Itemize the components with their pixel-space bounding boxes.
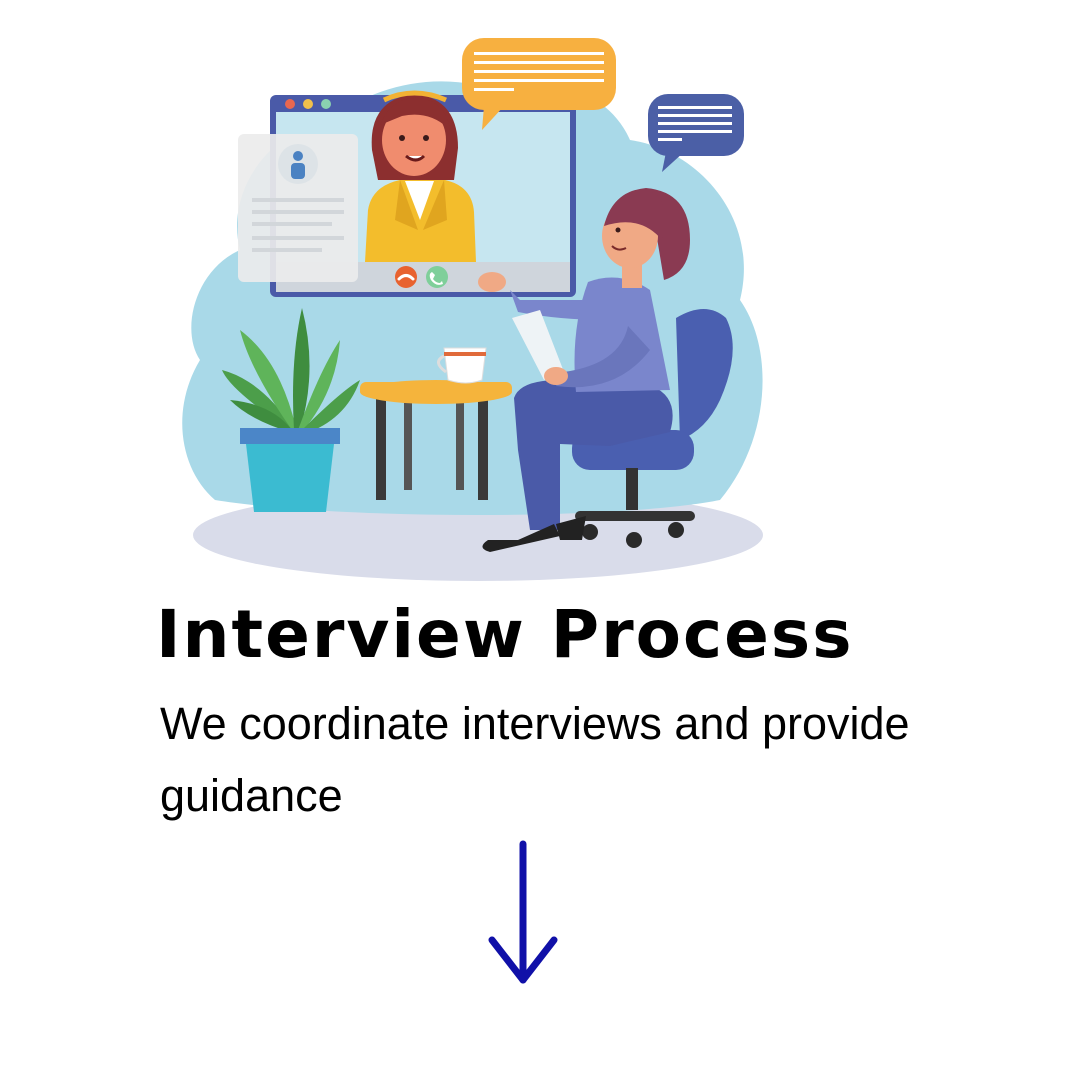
video-interview-illustration: [182, 38, 763, 581]
window-dot-green: [321, 99, 331, 109]
candidate-avatar: [478, 188, 690, 552]
resume-card: [238, 134, 358, 282]
arrow-down-icon: [488, 840, 558, 984]
office-chair: [572, 309, 733, 548]
speech-bubble-blue: [648, 94, 744, 172]
speech-bubble-orange: [462, 38, 616, 130]
arrow-head: [488, 936, 558, 984]
coffee-cup: [437, 347, 487, 384]
window-dot-yellow: [303, 99, 313, 109]
side-table: [360, 380, 512, 500]
interviewer-avatar: [365, 90, 476, 262]
page-title: Interview Process: [156, 596, 854, 673]
page-description: We coordinate interviews and provide gui…: [160, 698, 910, 821]
answer-call-icon: [426, 266, 448, 288]
window-dot-red: [285, 99, 295, 109]
potted-plant: [222, 308, 360, 512]
